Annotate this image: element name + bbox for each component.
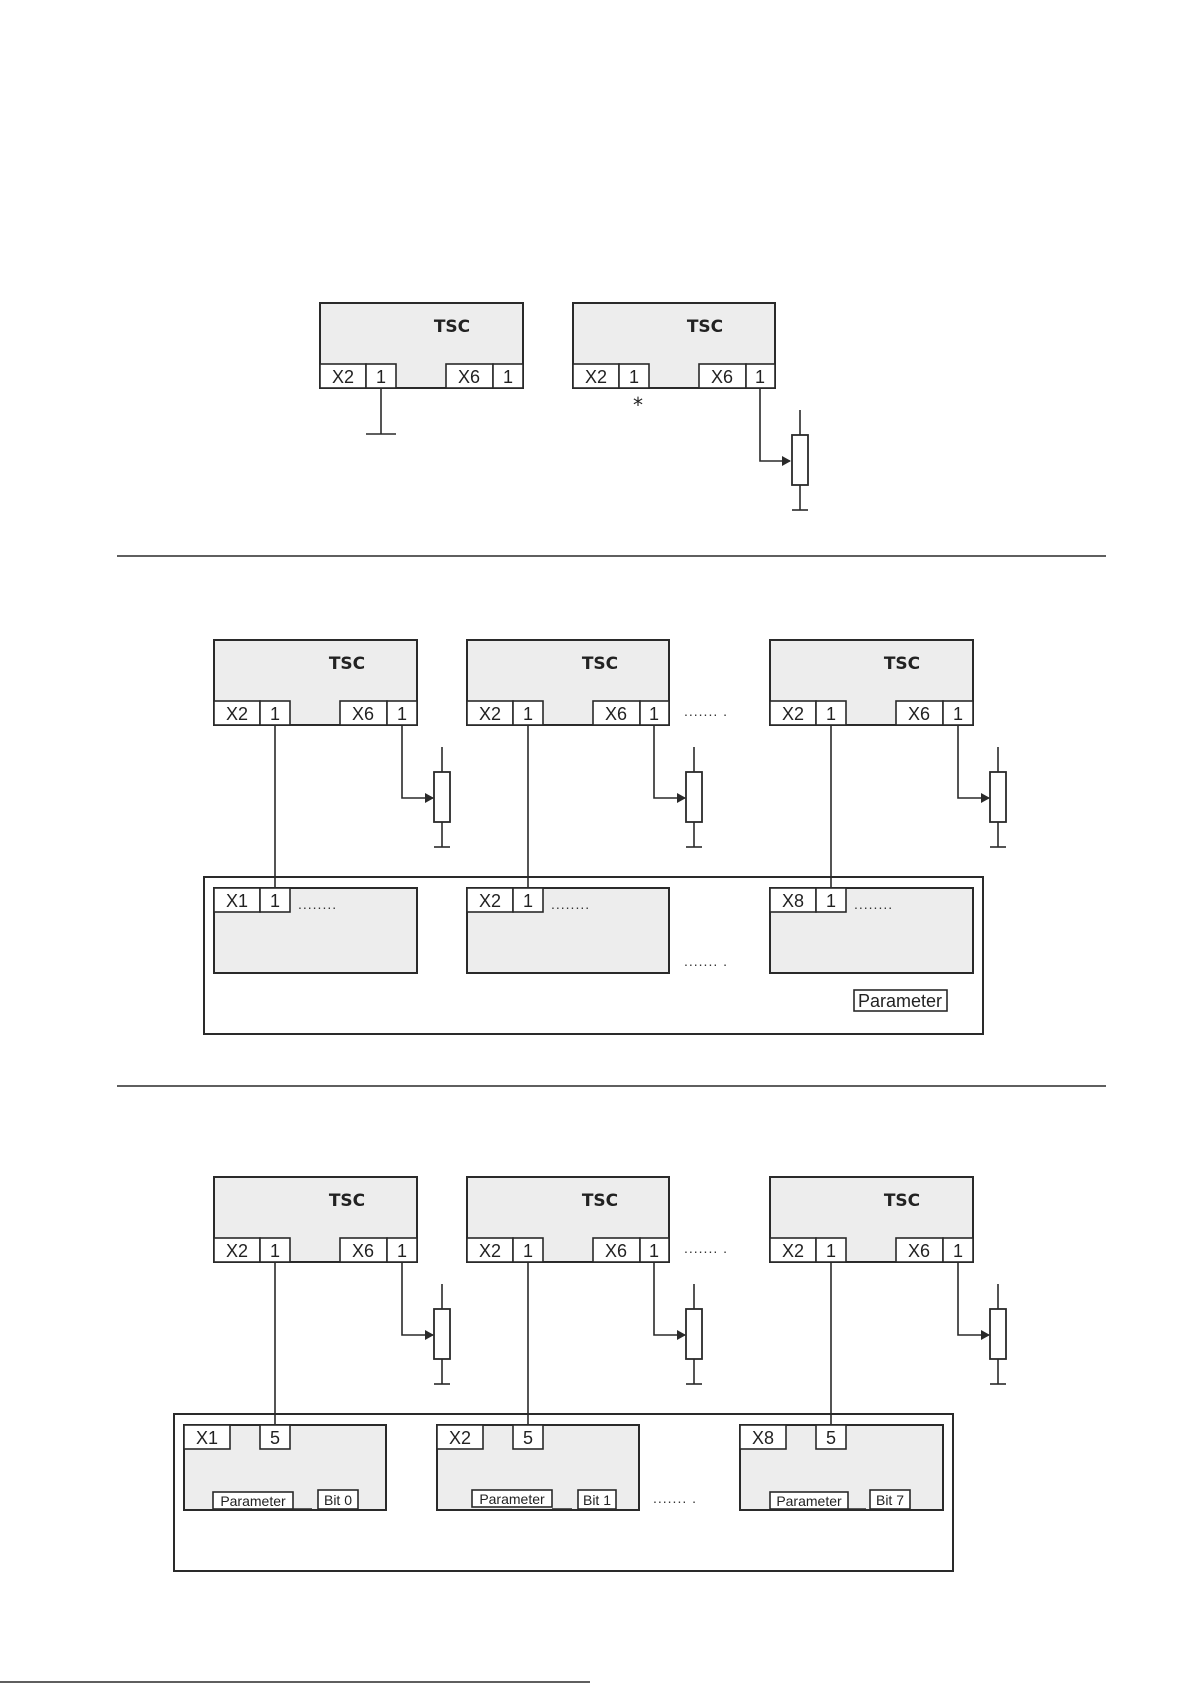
pin-1-label: 1 (953, 704, 963, 724)
pin-1-label: 1 (826, 704, 836, 724)
section-2: TSC X2 1 X6 1 TSC X2 1 X6 (204, 640, 1006, 1034)
tsc-title: TSC (329, 654, 365, 674)
section-3: TSC X2 1 X6 1 TSC X2 1 X6 (174, 1177, 1006, 1571)
bit-1-label: Bit 1 (583, 1492, 611, 1508)
pin-x2-label: X2 (479, 1241, 501, 1261)
tsc-title: TSC (582, 654, 618, 674)
pin-5-label: 5 (270, 1428, 280, 1448)
pin-x6-label: X6 (458, 367, 480, 387)
input-module-x8: X8 1 ........ (770, 888, 973, 973)
potentiometer (434, 1309, 450, 1359)
tsc-unit-1: TSC X2 1 X6 1 (214, 1177, 450, 1384)
module-x2-label: X2 (449, 1428, 471, 1448)
tsc-title: TSC (884, 654, 920, 674)
row-dots: ........ (298, 896, 337, 912)
parameter-label: Parameter (479, 1491, 545, 1507)
tsc-title: TSC (687, 317, 723, 337)
pin-5-label: 5 (826, 1428, 836, 1448)
pin-1-label: 1 (397, 1241, 407, 1261)
parameter-label: Parameter (220, 1493, 286, 1509)
continuation-dots: ....... . (684, 703, 728, 719)
pin-x2-label: X2 (479, 704, 501, 724)
row-dots: ........ (551, 896, 590, 912)
pin-x6-label: X6 (908, 1241, 930, 1261)
pin-x6-label: X6 (605, 704, 627, 724)
pin-1-label: 1 (270, 1241, 280, 1261)
parameter-label: Parameter (858, 991, 942, 1011)
potentiometer (686, 1309, 702, 1359)
tsc-title: TSC (434, 317, 470, 337)
bit-7-label: Bit 7 (876, 1492, 904, 1508)
tsc-unit-8: TSC X2 1 X6 1 (770, 640, 1006, 847)
pin-x2-label: X2 (782, 1241, 804, 1261)
pin-x6-label: X6 (908, 704, 930, 724)
tsc-title: TSC (329, 1191, 365, 1211)
pin-1-label: 1 (649, 1241, 659, 1261)
tsc-unit-a: TSC X2 1 X6 1 (320, 303, 523, 434)
tsc-unit-1: TSC X2 1 X6 1 (214, 640, 450, 847)
module-x8-label: X8 (782, 891, 804, 911)
pin-1-label: 1 (523, 704, 533, 724)
bit-0-label: Bit 0 (324, 1492, 352, 1508)
pin-1-label: 1 (523, 891, 533, 911)
bit-module-x8: X8 5 Parameter Bit 7 (740, 1425, 943, 1510)
tsc-title: TSC (884, 1191, 920, 1211)
tsc-unit-2: TSC X2 1 X6 1 (467, 1177, 702, 1384)
pin-x2-label: X2 (782, 704, 804, 724)
tsc-unit-8: TSC X2 1 X6 1 (770, 1177, 1006, 1384)
potentiometer (990, 772, 1006, 822)
section-1: TSC X2 1 X6 1 TSC X2 1 X6 1 * (320, 303, 808, 510)
parameter-label: Parameter (776, 1493, 842, 1509)
asterisk-note: * (633, 393, 643, 417)
pin-1-label: 1 (826, 891, 836, 911)
pin-x6-label: X6 (605, 1241, 627, 1261)
pin-x6-label: X6 (711, 367, 733, 387)
pin-1-label: 1 (649, 704, 659, 724)
pin-1-label: 1 (826, 1241, 836, 1261)
pin-x6-label: X6 (352, 704, 374, 724)
pin-1-label: 1 (397, 704, 407, 724)
pin-x2-label: X2 (226, 1241, 248, 1261)
bit-module-x2: X2 5 Parameter Bit 1 (437, 1425, 639, 1510)
module-x2-label: X2 (479, 891, 501, 911)
potentiometer (792, 435, 808, 485)
input-module-x2: X2 1 ........ (467, 888, 669, 973)
pin-x2-label: X2 (585, 367, 607, 387)
potentiometer (434, 772, 450, 822)
tsc-title: TSC (582, 1191, 618, 1211)
module-x8-label: X8 (752, 1428, 774, 1448)
continuation-dots: ....... . (684, 953, 728, 969)
potentiometer (990, 1309, 1006, 1359)
tsc-unit-b: TSC X2 1 X6 1 * (573, 303, 808, 510)
tsc-unit-2: TSC X2 1 X6 1 (467, 640, 702, 847)
input-module-x1: X1 1 ........ (214, 888, 417, 973)
pin-1-label: 1 (523, 1241, 533, 1261)
continuation-dots: ....... . (684, 1240, 728, 1256)
module-x1-label: X1 (226, 891, 248, 911)
pin-1-label: 1 (755, 367, 765, 387)
row-dots: ........ (854, 896, 893, 912)
pin-5-label: 5 (523, 1428, 533, 1448)
pin-1-label: 1 (270, 704, 280, 724)
potentiometer (686, 772, 702, 822)
pin-1-label: 1 (953, 1241, 963, 1261)
pin-x6-label: X6 (352, 1241, 374, 1261)
continuation-dots: ....... . (653, 1490, 697, 1506)
pin-x2-label: X2 (332, 367, 354, 387)
module-x1-label: X1 (196, 1428, 218, 1448)
pin-x2-label: X2 (226, 704, 248, 724)
bit-module-x1: X1 5 Parameter Bit 0 (184, 1425, 386, 1510)
pin-1-label: 1 (376, 367, 386, 387)
pin-1-label: 1 (270, 891, 280, 911)
pin-1-label: 1 (503, 367, 513, 387)
pin-1-label: 1 (629, 367, 639, 387)
